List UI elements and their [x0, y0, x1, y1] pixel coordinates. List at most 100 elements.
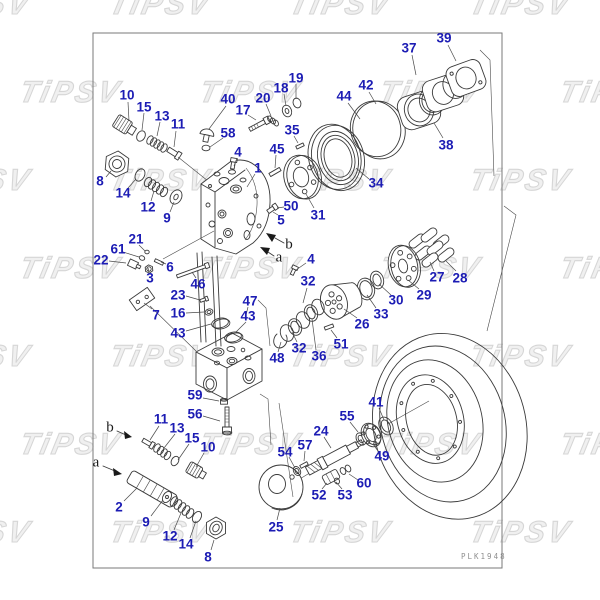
part-label-10: 10: [119, 87, 135, 103]
drawing-code: PLK1948: [461, 552, 507, 561]
view-arrow-b-upper: [266, 233, 284, 243]
part-label-1: 1: [254, 160, 262, 176]
part-label-27: 27: [429, 269, 445, 285]
bolt-56: [223, 407, 232, 435]
valve-body-1: [201, 160, 270, 254]
rings-60: [339, 464, 352, 475]
ring-21: [145, 250, 149, 254]
part-label-59: 59: [187, 387, 203, 403]
view-arrow-a-lower: [103, 466, 122, 476]
part-label-49: 49: [374, 448, 390, 464]
part-label-44: 44: [336, 88, 352, 104]
plate-stack-37-38-39: [395, 57, 488, 132]
leader-lines: [106, 45, 456, 550]
bearing-ring-34: [301, 117, 372, 197]
part-label-56: 56: [187, 406, 203, 422]
hex-plug-8: [100, 148, 133, 179]
part-label-47: 47: [242, 293, 258, 309]
part-label-19: 19: [288, 70, 304, 86]
part-label-7: 7: [152, 307, 160, 323]
part-label-55: 55: [339, 408, 355, 424]
part-label-38: 38: [438, 137, 454, 153]
seat-58: [202, 145, 210, 151]
part-label-51: 51: [333, 336, 349, 352]
part-label-45: 45: [269, 141, 285, 157]
view-arrow-b-lower: [117, 431, 132, 439]
spring-13: [145, 135, 168, 154]
part-label-50: 50: [283, 198, 299, 214]
ring-54: [292, 465, 303, 477]
part-label-54: 54: [277, 444, 293, 460]
part-label-9: 9: [142, 514, 150, 530]
part-label-22: 22: [93, 252, 109, 268]
part-label-5: 5: [277, 212, 285, 228]
part-label-9: 9: [163, 210, 171, 226]
manifold-block: [196, 333, 262, 400]
motor-housing: [352, 316, 547, 537]
part-label-21: 21: [128, 231, 144, 247]
part-label-12: 12: [140, 199, 156, 215]
pin-45: [269, 167, 281, 176]
part-label-18: 18: [273, 80, 289, 96]
part-label-14: 14: [115, 185, 131, 201]
part-label-8: 8: [96, 173, 104, 189]
part-label-24: 24: [313, 423, 329, 439]
spring-12: [143, 176, 169, 198]
part-label-11: 11: [170, 116, 186, 132]
ring-30: [368, 270, 385, 291]
view-letter-b: b: [106, 419, 114, 436]
shaft-24: [305, 437, 365, 477]
part-label-13: 13: [169, 420, 185, 436]
bolt-50: [266, 203, 278, 214]
disc-18: [281, 104, 294, 118]
ring-61: [139, 255, 146, 261]
bolt-17: [248, 116, 271, 133]
part-label-53: 53: [337, 487, 353, 503]
part-label-4: 4: [307, 251, 315, 267]
part-label-11: 11: [153, 411, 169, 427]
plate-31: [279, 151, 326, 204]
piston-cluster-27-28: [407, 226, 455, 268]
part-label-30: 30: [388, 292, 404, 308]
part-label-10: 10: [200, 439, 216, 455]
nut-3: [144, 264, 155, 274]
part-label-8: 8: [204, 549, 212, 565]
bolt-22: [127, 259, 141, 271]
part-label-13: 13: [154, 108, 170, 124]
nut-53: [333, 477, 340, 485]
part-label-35: 35: [284, 122, 300, 138]
cylinder-block-26: [316, 277, 366, 323]
part-label-17: 17: [235, 102, 251, 118]
part-label-43: 43: [170, 325, 186, 341]
nut-16: [204, 308, 214, 316]
cap-15: [135, 129, 147, 142]
part-label-2: 2: [115, 499, 123, 515]
ring-14: [133, 167, 147, 183]
pin-51: [324, 324, 334, 330]
ring-15-lower: [169, 455, 180, 467]
spring-13-lower: [152, 443, 172, 461]
part-label-42: 42: [358, 77, 374, 93]
ring-19: [292, 97, 303, 109]
washer-9: [168, 188, 185, 206]
part-label-25: 25: [268, 519, 284, 535]
part-label-57: 57: [297, 437, 313, 453]
part-label-3: 3: [146, 270, 154, 286]
group-brackets: [258, 50, 516, 497]
part-label-32: 32: [291, 340, 307, 356]
part-label-61: 61: [110, 241, 126, 257]
part-label-14: 14: [178, 536, 194, 552]
part-label-16: 16: [170, 305, 186, 321]
plug-10-lower: [185, 461, 207, 481]
part-label-12: 12: [162, 528, 178, 544]
part-label-26: 26: [354, 316, 370, 332]
pin-57: [300, 462, 309, 469]
part-label-37: 37: [401, 40, 417, 56]
part-label-31: 31: [310, 207, 326, 223]
part-label-36: 36: [311, 348, 327, 364]
drawing-frame: [93, 33, 502, 568]
nut-59: [221, 398, 228, 404]
part-label-43: 43: [240, 308, 256, 324]
